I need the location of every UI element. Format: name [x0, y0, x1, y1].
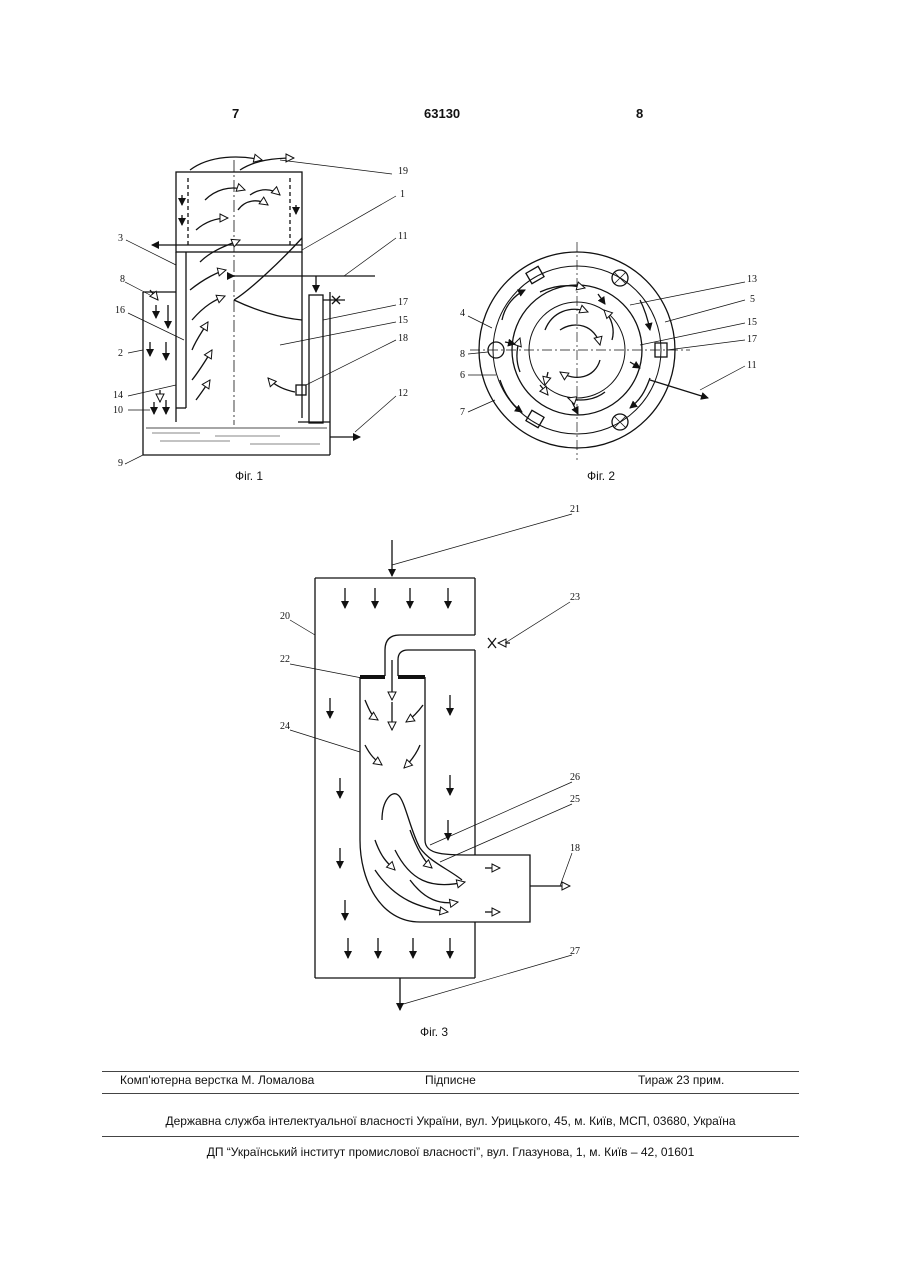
- fig3-label: 27: [570, 946, 580, 957]
- fig2-label: 7: [460, 407, 465, 418]
- fig1-label: 2: [118, 348, 123, 359]
- fig2-label: 13: [747, 274, 757, 285]
- fig1-label: 10: [113, 405, 123, 416]
- fig3-label: 20: [280, 611, 290, 622]
- fig2-label: 11: [747, 360, 757, 371]
- footer-institute-address: ДП “Український інститут промислової вла…: [0, 1145, 901, 1159]
- figure-1-labels: 19 1 3 11 8 16 17 15 2 18 14 10 12 9: [113, 166, 408, 469]
- figure-3-labels: 21 23 20 22 24 26 25 18 27: [280, 504, 580, 957]
- fig1-label: 3: [118, 233, 123, 244]
- fig3-label: 21: [570, 504, 580, 515]
- fig3-label: 18: [570, 843, 580, 854]
- fig2-label: 6: [460, 370, 465, 381]
- fig1-label: 1: [400, 189, 405, 200]
- figure-2-labels: 13 5 4 15 8 17 6 11 7: [460, 274, 757, 418]
- footer-agency-address: Державна служба інтелектуальної власност…: [0, 1114, 901, 1128]
- fig2-label: 15: [747, 317, 757, 328]
- fig1-caption: Фіг. 1: [235, 469, 263, 483]
- fig3-label: 25: [570, 794, 580, 805]
- footer-rule-middle: [102, 1093, 799, 1094]
- fig1-label: 9: [118, 458, 123, 469]
- fig2-caption: Фіг. 2: [587, 469, 615, 483]
- fig1-label: 16: [115, 305, 125, 316]
- fig1-label: 17: [398, 297, 408, 308]
- figure-1-drawing: [125, 157, 396, 464]
- fig1-label: 12: [398, 388, 408, 399]
- footer-signed: Підписне: [425, 1073, 476, 1087]
- fig1-label: 14: [113, 390, 123, 401]
- fig3-label: 24: [280, 721, 290, 732]
- figure-2-drawing: [468, 242, 745, 460]
- fig1-label: 8: [120, 274, 125, 285]
- fig2-label: 5: [750, 294, 755, 305]
- footer-rule-bottom: [102, 1136, 799, 1137]
- fig1-label: 19: [398, 166, 408, 177]
- footer-layout-credit: Комп'ютерна верстка М. Ломалова: [120, 1073, 314, 1087]
- fig3-label: 22: [280, 654, 290, 665]
- fig2-label: 17: [747, 334, 757, 345]
- fig2-label: 4: [460, 308, 465, 319]
- fig3-label: 26: [570, 772, 580, 783]
- fig1-label: 18: [398, 333, 408, 344]
- fig3-caption: Фіг. 3: [420, 1025, 448, 1039]
- footer-rule-top: [102, 1071, 799, 1072]
- fig1-label: 11: [398, 231, 408, 242]
- fig1-label: 15: [398, 315, 408, 326]
- figure-3-drawing: [290, 514, 572, 1010]
- footer-circulation: Тираж 23 прим.: [638, 1073, 724, 1087]
- fig3-label: 23: [570, 592, 580, 603]
- fig2-label: 8: [460, 349, 465, 360]
